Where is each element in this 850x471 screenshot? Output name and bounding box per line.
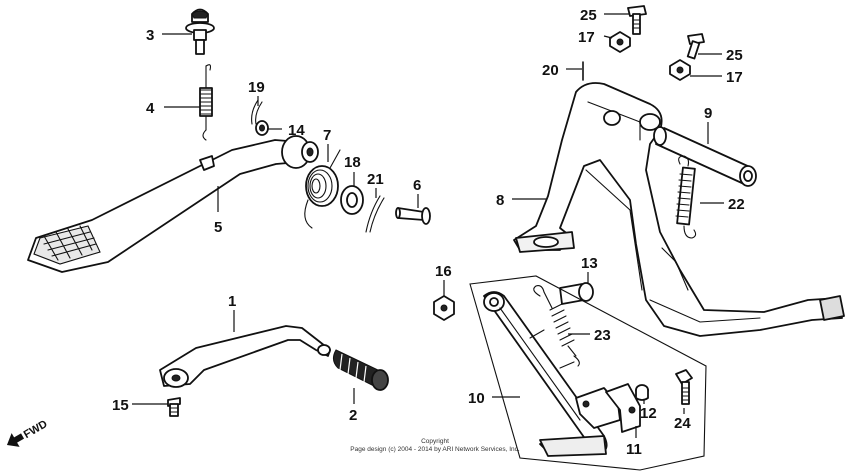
label-part-7: 7 (323, 127, 331, 144)
label-part-9: 9 (704, 105, 712, 122)
fwd-label: FWD (22, 418, 50, 441)
part-9-pivot-shaft (653, 126, 757, 187)
label-part-11: 11 (626, 441, 642, 458)
copyright-notice: Copyright Page design (c) 2004 - 2014 by… (300, 438, 570, 454)
part-25-bolt-right (686, 33, 705, 60)
label-part-17b: 17 (726, 69, 743, 86)
label-part-3: 3 (146, 27, 154, 44)
label-part-5: 5 (214, 219, 222, 236)
label-part-17a: 17 (578, 29, 595, 46)
part-16-nut (433, 295, 455, 321)
label-part-22: 22 (728, 196, 745, 213)
part-18-washer (340, 185, 364, 215)
part-25-bolt-upper (627, 5, 647, 35)
part-24-bolt (675, 369, 693, 405)
label-part-20: 20 (542, 62, 559, 79)
leader-lines (132, 13, 724, 438)
copyright-line-1: Copyright (421, 438, 449, 445)
part-10-side-stand (483, 291, 608, 457)
part-17-nut-upper (609, 31, 631, 53)
label-part-14: 14 (288, 122, 305, 139)
label-part-2: 2 (349, 407, 357, 424)
part-5-brake-pedal (27, 135, 319, 273)
label-part-25a: 25 (580, 7, 597, 24)
part-13-bolt (559, 282, 594, 305)
part-17-nut-right (669, 59, 691, 81)
part-1-shift-pedal (159, 325, 331, 388)
label-part-12: 12 (640, 405, 657, 422)
part-11-bracket (575, 383, 641, 433)
label-part-15: 15 (112, 397, 129, 414)
label-part-6: 6 (413, 177, 421, 194)
label-part-13: 13 (581, 255, 598, 272)
part-12-cap (635, 384, 649, 401)
label-part-4: 4 (146, 100, 155, 117)
part-15-bolt (167, 397, 181, 417)
copyright-line-2: Page design (c) 2004 - 2014 by ARI Netwo… (350, 446, 520, 453)
label-part-1: 1 (228, 293, 236, 310)
part-23-side-stand-spring (533, 285, 580, 367)
part-labels: 3 4 19 14 5 7 18 21 6 1 2 15 25 17 25 17… (112, 7, 745, 458)
label-part-10: 10 (468, 390, 485, 407)
label-part-23: 23 (594, 327, 611, 344)
label-part-21: 21 (367, 171, 384, 188)
part-6-pin (395, 207, 431, 225)
part-19-cotter-pin (251, 99, 263, 125)
label-part-16: 16 (435, 263, 452, 280)
part-7-return-spring (304, 149, 341, 229)
part-8-main-stand (513, 82, 845, 337)
part-14-washer (255, 120, 269, 136)
label-part-25b: 25 (726, 47, 743, 64)
part-4-spring (199, 64, 213, 141)
part-22-stand-spring (675, 155, 697, 239)
forward-arrow: FWD (6, 418, 50, 447)
arrow-left-icon (6, 433, 25, 447)
label-part-24: 24 (674, 415, 691, 432)
part-10-side-stand-box (469, 275, 707, 471)
part-3-adjuster (185, 8, 215, 55)
part-2-rubber-grip (332, 349, 389, 391)
label-part-19: 19 (248, 79, 265, 96)
part-21-cotter-pin (365, 195, 385, 233)
label-part-8: 8 (496, 192, 504, 209)
label-part-18: 18 (344, 154, 361, 171)
